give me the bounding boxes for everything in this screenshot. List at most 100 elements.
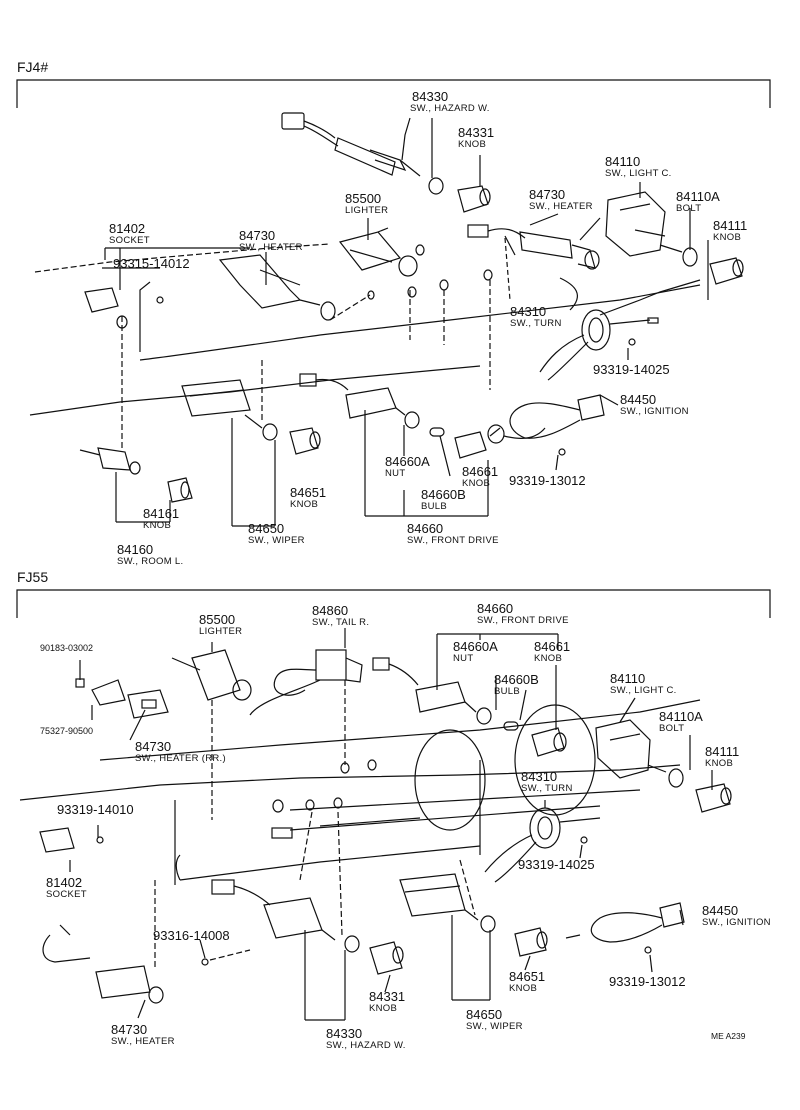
part-number-93319-13012: 93319-13012 <box>509 473 586 488</box>
part-name-turn-switch: SW., TURN <box>510 318 562 329</box>
part-name-knob: KNOB <box>509 983 538 994</box>
part-name-knob: KNOB <box>458 139 487 150</box>
part-number-84860: 84860 <box>312 603 349 618</box>
part-name-knob: KNOB <box>369 1003 398 1014</box>
part-name-bolt: BOLT <box>659 723 685 734</box>
bottom-lighter-drawing <box>171 649 252 701</box>
bottom-front-drive-switch-drawing <box>372 657 567 757</box>
bottom-wiper-switch-drawing <box>399 873 548 957</box>
section-title-fj55: FJ55 <box>17 569 49 585</box>
part-number-84111: 84111 <box>705 744 740 759</box>
part-name-nut: NUT <box>453 653 474 664</box>
top-heater-switch-left-drawing <box>84 254 336 321</box>
bottom-hazard-switch-drawing <box>211 879 404 975</box>
part-number-84661: 84661 <box>462 464 499 479</box>
top-ignition-switch-drawing <box>489 394 605 456</box>
part-number-84331: 84331 <box>369 989 406 1004</box>
part-name-light-control-switch: SW., LIGHT C. <box>605 168 672 179</box>
bottom-heater-switch-drawing <box>42 924 209 1004</box>
part-number-84660b: 84660B <box>494 672 539 687</box>
top-turn-switch-drawing <box>539 309 659 381</box>
part-number-93315-14012: 93315-14012 <box>113 256 190 271</box>
part-name-ignition-switch: SW., IGNITION <box>620 406 689 417</box>
top-heater-switch-right-drawing <box>467 224 600 270</box>
part-name-turn-switch: SW., TURN <box>521 783 573 794</box>
top-leader-lines <box>102 117 709 527</box>
part-number-84660a: 84660A <box>385 454 430 469</box>
part-number-93319-13012: 93319-13012 <box>609 974 686 989</box>
part-name-wiper-switch: SW., WIPER <box>466 1021 523 1032</box>
part-name-front-drive-switch: SW., FRONT DRIVE <box>407 535 499 546</box>
part-name-front-drive-switch: SW., FRONT DRIVE <box>477 615 569 626</box>
part-name-room-lamp-switch: SW., ROOM L. <box>117 556 184 567</box>
part-number-81402: 81402 <box>46 875 83 890</box>
part-number-81402: 81402 <box>109 221 146 236</box>
part-number-84310: 84310 <box>510 304 547 319</box>
part-number-84651: 84651 <box>509 969 546 984</box>
part-name-knob: KNOB <box>143 520 172 531</box>
part-name-hazard-switch: SW., HAZARD W. <box>410 103 490 114</box>
part-name-heater-switch: SW., HEATER <box>239 242 303 253</box>
top-front-drive-switch-drawing <box>299 373 546 459</box>
part-number-84660: 84660 <box>477 601 514 616</box>
part-name-socket: SOCKET <box>109 235 150 246</box>
part-number-84110a: 84110A <box>659 709 703 724</box>
bottom-section-frame <box>16 589 771 618</box>
part-number-84661: 84661 <box>534 639 571 654</box>
bottom-leader-lines <box>69 628 713 1021</box>
bottom-turn-switch-drawing <box>484 807 601 883</box>
part-name-socket: SOCKET <box>46 889 87 900</box>
top-section-frame <box>16 79 771 108</box>
bottom-socket-drawing <box>39 827 104 853</box>
part-name-hazard-switch: SW., HAZARD W. <box>326 1040 406 1051</box>
part-name-nut: NUT <box>385 468 406 479</box>
part-number-84111: 84111 <box>713 218 748 233</box>
bottom-light-control-switch-drawing <box>595 719 732 813</box>
part-name-bolt: BOLT <box>676 203 702 214</box>
part-name-knob: KNOB <box>534 653 563 664</box>
bottom-ignition-switch-drawing <box>565 902 685 954</box>
part-name-light-control-switch: SW., LIGHT C. <box>610 685 677 696</box>
part-number-84330: 84330 <box>412 89 449 104</box>
drawing-code: ME A239 <box>711 1031 746 1041</box>
top-lighter-drawing <box>338 227 418 277</box>
part-number-93319-14010: 93319-14010 <box>57 802 134 817</box>
section-title-fj40: FJ4# <box>17 59 49 75</box>
bottom-heater-rr-drawing <box>75 678 169 719</box>
part-number-93319-14025: 93319-14025 <box>518 857 595 872</box>
part-number-90183-03002: 90183-03002 <box>40 643 94 653</box>
top-light-control-switch-drawing <box>605 191 744 285</box>
top-wiper-switch-drawing <box>181 379 321 455</box>
part-number-84330: 84330 <box>326 1026 363 1041</box>
part-number-93316-14008: 93316-14008 <box>153 928 230 943</box>
bottom-dash-panel <box>19 699 701 885</box>
part-name-bulb: BULB <box>494 686 521 697</box>
part-number-84450: 84450 <box>702 903 739 918</box>
top-room-lamp-switch-drawing <box>79 447 193 503</box>
bottom-tail-switch-drawing <box>249 649 363 716</box>
part-number-85500: 85500 <box>345 191 382 206</box>
part-number-75327-90500: 75327-90500 <box>40 726 94 736</box>
part-name-heater-switch: SW., HEATER <box>111 1036 175 1047</box>
part-number-93319-14025: 93319-14025 <box>593 362 670 377</box>
part-number-84110: 84110 <box>610 671 646 686</box>
part-number-84450: 84450 <box>620 392 657 407</box>
part-name-ignition-switch: SW., IGNITION <box>702 917 771 928</box>
part-number-84660: 84660 <box>407 521 444 536</box>
part-name-lighter: LIGHTER <box>199 626 243 637</box>
part-number-84730: 84730 <box>239 228 276 243</box>
part-name-knob: KNOB <box>290 499 319 510</box>
part-number-84660a: 84660A <box>453 639 498 654</box>
part-number-84161: 84161 <box>143 506 180 521</box>
part-name-tail-switch: SW., TAIL R. <box>312 617 370 628</box>
part-name-bulb: BULB <box>421 501 448 512</box>
part-number-84110: 84110 <box>605 154 641 169</box>
part-number-84660b: 84660B <box>421 487 466 502</box>
part-name-heater-switch: SW., HEATER <box>529 201 593 212</box>
part-name-wiper-switch: SW., WIPER <box>248 535 305 546</box>
part-number-84650: 84650 <box>466 1007 503 1022</box>
part-name-heater-rr-switch: SW., HEATER (RR.) <box>135 753 226 764</box>
part-number-84651: 84651 <box>290 485 327 500</box>
